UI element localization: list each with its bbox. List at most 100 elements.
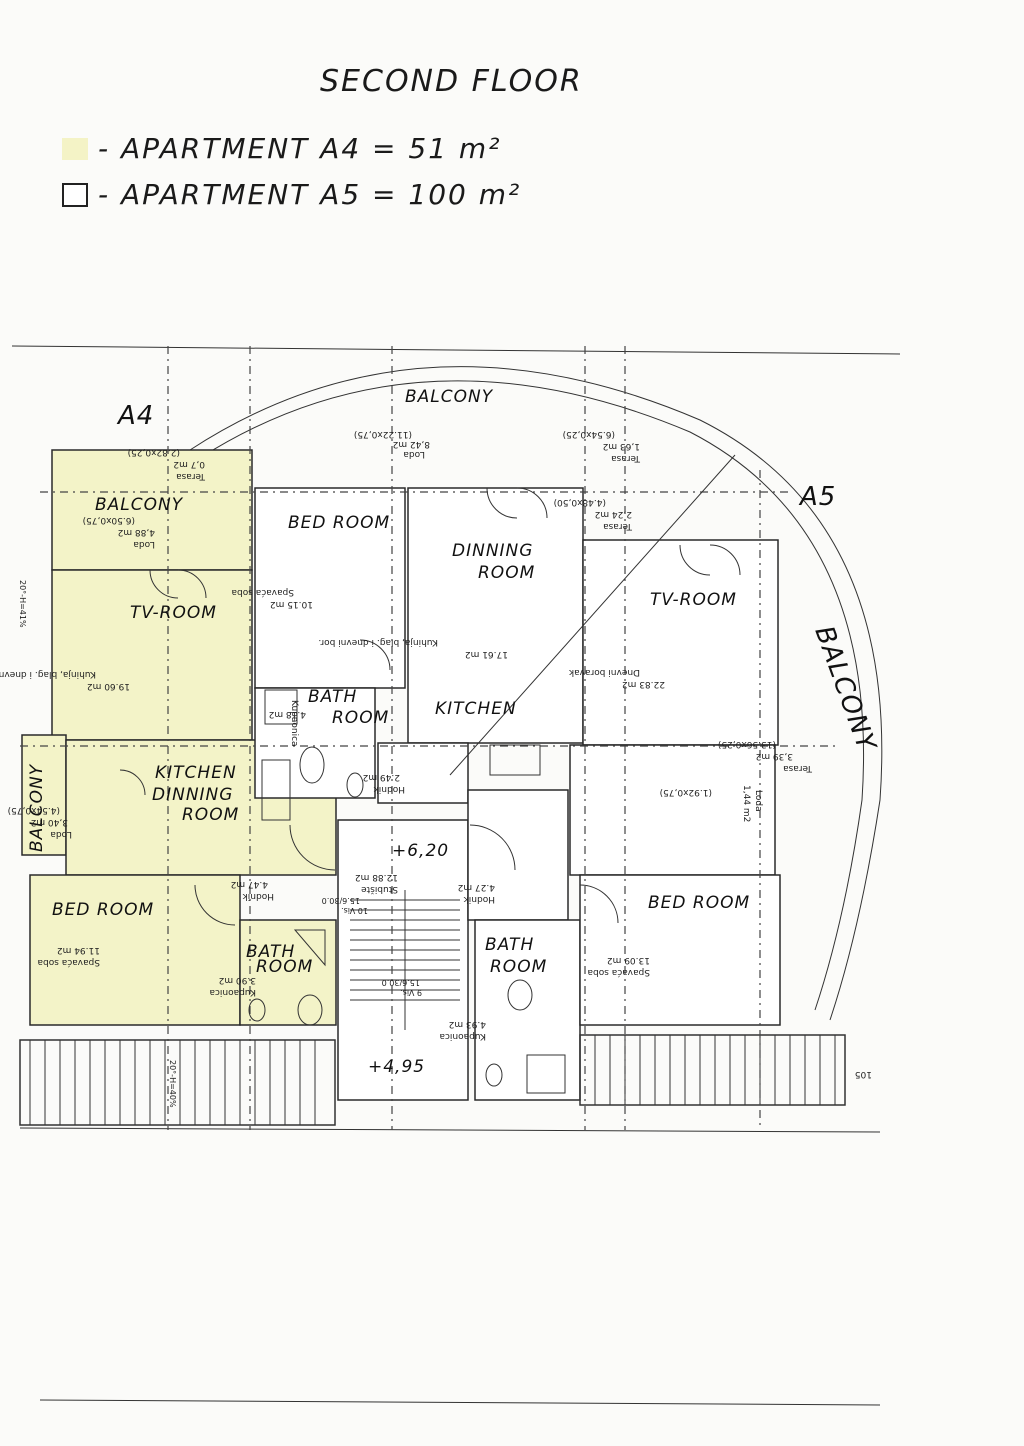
door-swing xyxy=(119,769,146,796)
svg-text:2.49 m2: 2.49 m2 xyxy=(363,772,400,782)
area-terrace-right: (6.54x0,25) 1,63 m2 Terasa xyxy=(563,429,641,463)
svg-text:11.94 m2: 11.94 m2 xyxy=(57,945,100,955)
svg-text:Kuhinja, blag. i dnevni bor.: Kuhinja, blag. i dnevni bor. xyxy=(318,637,438,647)
legend-a5: - APARTMENT A5 = 100 m² xyxy=(62,178,521,211)
stair-note-c: 9 Vis. xyxy=(400,988,422,997)
door-swing xyxy=(289,824,336,871)
label-bath-center: BATH xyxy=(308,687,357,707)
svg-text:Stubište: Stubište xyxy=(361,884,398,895)
door-swing xyxy=(149,569,207,599)
area-a4-bed: 11.94 m2 Spavaća soba xyxy=(37,945,100,968)
edge-note-left: 20°-H=41% xyxy=(18,580,27,628)
bedroom-center xyxy=(254,487,406,689)
bottom-railing-right xyxy=(579,1034,846,1106)
area-bedroom-center: Spavaća soba 10.15 m2 xyxy=(231,587,313,609)
legend-swatch-a4 xyxy=(62,137,88,160)
label-a4-balcony: BALCONY xyxy=(95,495,184,515)
svg-text:3.90 m2: 3.90 m2 xyxy=(219,975,256,985)
balcony-arc-inner xyxy=(199,380,865,1011)
svg-text:Spavaća soba: Spavaća soba xyxy=(37,957,100,968)
svg-text:Kuhinja, blag. i dnevni bor.: Kuhinja, blag. i dnevni bor. xyxy=(0,669,96,679)
area-a5-bath: 4.93 m2 Kupaonica xyxy=(439,1019,486,1041)
a4-balcony-room xyxy=(51,449,253,571)
area-terrace-mid: (4.48x0,50) 2,24 m2 Terasa xyxy=(554,497,633,531)
stair-note-d: 15.6/30.0 xyxy=(382,978,420,987)
level-upper: +6,20 xyxy=(392,841,449,861)
a5-tv-room xyxy=(582,539,779,746)
svg-text:4.47 m2: 4.47 m2 xyxy=(231,879,268,889)
area-a5-terrace: (13.56x0,25) 3,39 m2 Terasa xyxy=(718,739,813,773)
diagonal-section-line xyxy=(449,454,736,776)
svg-text:8,42 m2: 8,42 m2 xyxy=(393,439,430,449)
svg-text:Terasa: Terasa xyxy=(611,453,641,463)
legend-label-a5: - APARTMENT A5 = 100 m² xyxy=(98,178,522,211)
label-a4-bath-room: ROOM xyxy=(256,957,313,977)
svg-text:3,39 m2: 3,39 m2 xyxy=(756,751,793,761)
edge-note-bottom: 20°-H=40% xyxy=(168,1060,177,1108)
svg-text:13.09 m2: 13.09 m2 xyxy=(607,955,650,965)
a5-hall xyxy=(467,789,569,921)
svg-text:4,88 m2: 4,88 m2 xyxy=(118,527,155,537)
legend-label-a4: - APARTMENT A4 = 51 m² xyxy=(98,132,502,165)
a5-loggia-area xyxy=(569,744,776,876)
a4-bedroom xyxy=(29,874,241,1026)
label-a4-dinning: DINNING xyxy=(152,785,233,805)
area-a5-loda: (1.92x0,75) 1,44 m2 Loda xyxy=(660,785,763,822)
plan-top-border xyxy=(11,345,901,355)
svg-text:Hodnik: Hodnik xyxy=(373,784,405,794)
label-a5-bedroom: BED ROOM xyxy=(648,893,750,913)
label-bedroom-center: BED ROOM xyxy=(288,513,390,533)
svg-text:Loda: Loda xyxy=(133,539,155,549)
area-a4-hall: 4.47 m2 Hodnik xyxy=(231,879,274,901)
svg-text:(11.22x0,75): (11.22x0,75) xyxy=(354,429,412,439)
door-swing xyxy=(486,487,548,519)
label-a4-tv-room: TV-ROOM xyxy=(130,603,217,623)
svg-text:Spavaća soba: Spavaća soba xyxy=(231,587,294,598)
label-kitchen-center: KITCHEN xyxy=(435,699,517,719)
bottom-railing-left xyxy=(19,1039,336,1126)
area-top-balcony: (11.22x0,75) 8,42 m2 Loda xyxy=(354,429,430,459)
stairs xyxy=(350,890,460,1030)
svg-text:22.83 m2: 22.83 m2 xyxy=(622,679,665,689)
door-swing xyxy=(359,639,391,671)
area-a5-tv: Dnevni boravak 22.83 m2 xyxy=(568,667,665,689)
dinning-kitchen-center xyxy=(407,487,584,744)
label-a4-bedroom: BED ROOM xyxy=(52,900,154,920)
plan-bottom-border xyxy=(19,1127,881,1133)
svg-text:Kupaonica: Kupaonica xyxy=(439,1031,486,1041)
area-kitchen-center: Kuhinja, blag. i dnevni bor. 17.61 m2 xyxy=(318,637,508,659)
hall-center xyxy=(377,742,469,804)
svg-text:2,24 m2: 2,24 m2 xyxy=(595,509,632,519)
svg-text:(1.92x0,75): (1.92x0,75) xyxy=(660,787,712,797)
sanitary-fixtures xyxy=(248,689,566,1094)
svg-text:Loda: Loda xyxy=(753,790,763,812)
svg-text:1,63 m2: 1,63 m2 xyxy=(603,441,640,451)
label-a5-bath-room: ROOM xyxy=(490,957,547,977)
svg-text:Loda: Loda xyxy=(50,829,72,839)
bath-center xyxy=(254,687,376,799)
page-title: SECOND FLOOR xyxy=(320,64,583,99)
svg-text:0,7 m2: 0,7 m2 xyxy=(173,459,205,469)
label-bath-center-room: ROOM xyxy=(332,708,389,728)
svg-text:(4.48x0,50): (4.48x0,50) xyxy=(554,497,606,507)
svg-text:Spavaća soba: Spavaća soba xyxy=(587,967,650,978)
area-a4-bath: 3.90 m2 Kupaonica xyxy=(209,975,256,997)
label-a4-bath: BATH xyxy=(246,942,295,962)
svg-text:4.27 m2: 4.27 m2 xyxy=(458,882,495,892)
door-swing xyxy=(469,824,516,871)
label-a4-side-balcony: BALCONY xyxy=(27,763,47,852)
label-dinning-room: ROOM xyxy=(478,563,535,583)
area-a4-living: Kuhinja, blag. i dnevni bor. 19.60 m2 xyxy=(0,669,130,691)
label-balcony-top: BALCONY xyxy=(405,387,494,407)
page-bottom-rule xyxy=(39,1399,881,1406)
a4-bathroom xyxy=(239,919,337,1026)
edge-note-right: 105 xyxy=(855,1069,872,1079)
label-dinning: DINNING xyxy=(452,541,533,561)
label-a5: A5 xyxy=(798,482,836,512)
svg-text:4.18 m2: 4.18 m2 xyxy=(269,709,306,719)
balcony-arc-outer xyxy=(189,366,883,1021)
area-hall-center: 2.49 m2 Hodnik xyxy=(363,772,405,794)
label-a5-bath: BATH xyxy=(485,935,534,955)
area-bath-center: Kupaonica 4.18 m2 xyxy=(269,700,306,747)
svg-text:3,40 m2: 3,40 m2 xyxy=(31,817,68,827)
